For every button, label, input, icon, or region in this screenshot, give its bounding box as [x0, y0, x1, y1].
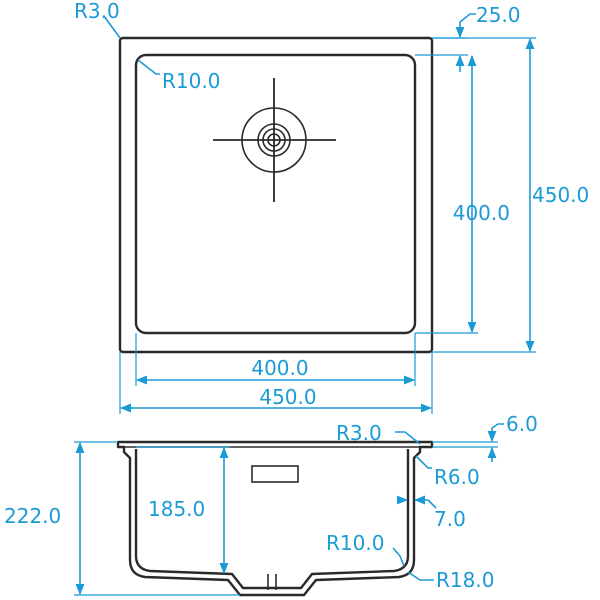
- dim-outer-height: [432, 37, 536, 353]
- leader-inner-radius: [137, 59, 160, 75]
- dim-total-height: [74, 441, 240, 596]
- label-inner-height: 400.0: [453, 201, 510, 225]
- leader-bottom-inner-radius: [392, 547, 405, 567]
- section-outer-profile: [116, 440, 434, 597]
- label-rim-thickness: 6.0: [506, 412, 538, 436]
- label-outer-corner-radius: R3.0: [74, 0, 120, 23]
- dim-flange-width: [415, 13, 476, 72]
- label-total-height: 222.0: [4, 504, 61, 528]
- label-rim-radius: R3.0: [336, 421, 382, 445]
- label-upper-bend-radius: R6.0: [434, 465, 480, 489]
- leader-upper-bend-radius: [415, 455, 432, 469]
- label-wall-thickness: 7.0: [434, 507, 466, 531]
- overflow-slot: [251, 465, 299, 483]
- dim-rim-thickness: [432, 423, 504, 462]
- dim-bowl-depth: [136, 446, 230, 575]
- label-outer-height: 450.0: [532, 183, 589, 207]
- top-view: R3.0 R10.0 25.0 400.0 450.0: [74, 0, 589, 414]
- label-bottom-outer-radius: R18.0: [436, 568, 494, 592]
- label-bowl-depth: 185.0: [148, 497, 205, 521]
- section-inner-profile: [134, 449, 410, 590]
- drain-icon: [213, 78, 336, 202]
- dim-outer-width: [119, 352, 433, 414]
- label-inner-width: 400.0: [251, 356, 308, 380]
- dim-inner-width: [135, 333, 416, 386]
- dim-inner-height: [415, 54, 478, 334]
- leader-rim-radius: [395, 431, 421, 445]
- leader-outer-radius: [103, 15, 121, 39]
- label-flange-width: 25.0: [476, 3, 521, 27]
- leader-bottom-outer-radius: [407, 571, 434, 581]
- section-view: 222.0 185.0 R3.0 6.0 R6.0: [4, 412, 538, 597]
- label-bottom-inner-radius: R10.0: [326, 531, 384, 555]
- label-inner-corner-radius: R10.0: [162, 69, 220, 93]
- outer-sink-outline: [118, 36, 434, 354]
- label-outer-width: 450.0: [259, 385, 316, 409]
- dim-wall-thickness: [396, 495, 437, 509]
- inner-bowl-outline: [134, 53, 417, 335]
